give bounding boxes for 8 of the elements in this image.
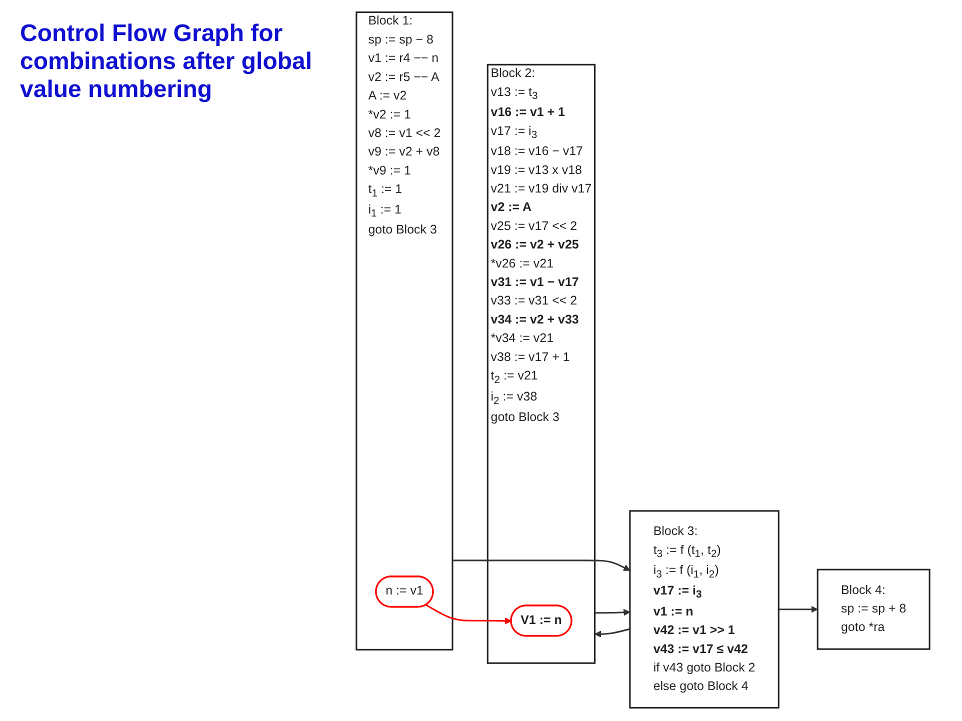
arrow	[594, 628, 630, 638]
arrow	[452, 560, 630, 571]
arrow	[778, 606, 818, 613]
arrow	[594, 608, 630, 616]
diagram-title: Control Flow Graph for combinations after global value numbering	[20, 20, 314, 104]
node-box: Block 4: sp := sp + 8 goto *ra	[816, 568, 930, 650]
arrow	[426, 604, 512, 624]
node-box: Block 3: t$_{3}$ := f (t$_{1}$, t$_{2}$) i$_{3}$ := f (i$_{1}$, i$_{2}$) v17 := i$_{3}$ v1 := n v42 := v1 >> 1 v43 := v17 ≤ v42 if v43 goto Block 2 else goto Block 4	[629, 510, 780, 709]
